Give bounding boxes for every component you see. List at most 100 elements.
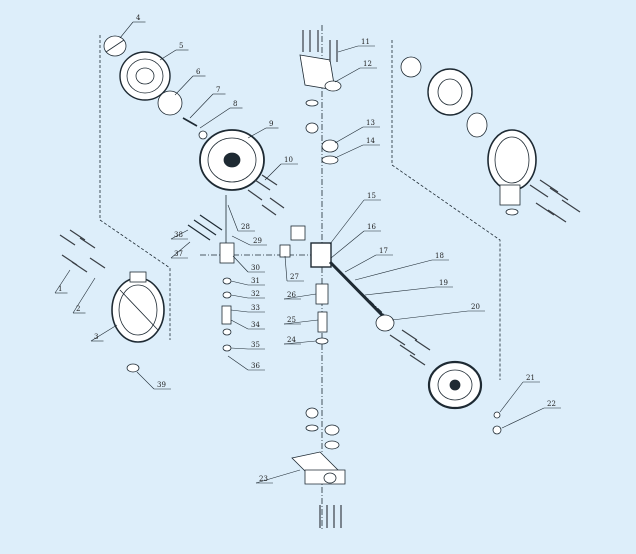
callout-leader-20	[391, 310, 469, 321]
callout-leader-36	[227, 355, 249, 371]
leader-lines	[54, 21, 561, 484]
callout-label-25: 25	[287, 316, 296, 324]
callout-label-39: 39	[157, 381, 166, 389]
callout-leader-1	[54, 269, 71, 294]
callout-leader-26	[283, 293, 317, 300]
callout-label-26: 26	[287, 291, 296, 299]
callout-leader-6	[174, 75, 194, 96]
callout-label-37: 37	[174, 250, 183, 258]
bolt-group-left	[59, 229, 106, 273]
bolt-group-right	[389, 329, 431, 366]
callout-leader-35	[230, 347, 249, 350]
lower-column	[279, 244, 329, 345]
callout-label-10: 10	[284, 156, 293, 164]
callout-leader-18	[354, 259, 433, 281]
callout-leader-38	[170, 229, 189, 240]
callout-label-18: 18	[435, 252, 444, 260]
callout-labels: 4567891011121314151617181920212223242526…	[58, 14, 556, 483]
callout-leader-10	[264, 163, 282, 181]
worm-shaft	[328, 260, 387, 320]
callout-label-8: 8	[233, 100, 237, 108]
assembled-valve-right	[400, 56, 537, 216]
callout-label-3: 3	[94, 333, 98, 341]
callout-label-29: 29	[253, 237, 262, 245]
callout-leader-3	[90, 324, 118, 342]
callout-label-34: 34	[251, 321, 260, 329]
callout-label-4: 4	[136, 14, 141, 22]
callout-leader-31	[230, 280, 249, 286]
callout-label-23: 23	[259, 475, 268, 483]
callout-leader-16	[330, 230, 365, 259]
top-bracket	[299, 54, 342, 92]
callout-leader-21	[499, 381, 524, 413]
callout-leader-14	[334, 144, 364, 159]
callout-leader-25	[283, 319, 319, 325]
callout-label-30: 30	[251, 264, 260, 272]
callout-label-33: 33	[251, 304, 260, 312]
callout-leader-12	[334, 67, 361, 83]
callout-leader-15	[329, 199, 365, 245]
callout-label-31: 31	[251, 277, 260, 285]
callout-label-11: 11	[361, 38, 370, 46]
right-frame-line	[391, 40, 501, 380]
callout-label-12: 12	[363, 60, 372, 68]
callout-leader-5	[159, 49, 177, 61]
callout-leader-11	[337, 45, 359, 53]
upper-bushings	[305, 99, 339, 165]
callout-leader-17	[344, 254, 377, 273]
callout-label-36: 36	[251, 362, 260, 370]
callout-label-2: 2	[76, 305, 80, 313]
callout-leader-4	[119, 21, 134, 39]
gearbox-block	[290, 225, 332, 268]
callout-label-27: 27	[290, 273, 299, 281]
callout-leader-27	[284, 255, 288, 282]
callout-leader-24	[283, 340, 317, 345]
callout-label-9: 9	[269, 120, 273, 128]
callout-leader-28	[227, 204, 239, 232]
callout-leader-33	[230, 309, 249, 313]
left-frame-line	[99, 35, 171, 340]
callout-label-24: 24	[287, 336, 296, 344]
callout-label-17: 17	[379, 247, 388, 255]
callout-leader-29	[231, 235, 251, 246]
callout-leader-30	[232, 255, 249, 273]
callout-leader-8	[199, 107, 231, 129]
callout-label-21: 21	[526, 374, 535, 382]
fastener-21-22	[492, 411, 502, 435]
callout-leader-32	[230, 294, 249, 299]
callout-label-32: 32	[251, 290, 260, 298]
hub-20	[375, 314, 395, 332]
callout-leader-22	[501, 407, 545, 429]
callout-label-1: 1	[58, 285, 62, 293]
callout-leader-7	[189, 93, 214, 119]
callout-label-7: 7	[216, 86, 220, 94]
callout-label-14: 14	[366, 137, 375, 145]
callout-label-15: 15	[367, 192, 376, 200]
callout-label-38: 38	[174, 231, 183, 239]
callout-label-35: 35	[251, 341, 260, 349]
callout-label-22: 22	[547, 400, 556, 408]
callout-label-20: 20	[471, 303, 480, 311]
lower-bushings	[305, 407, 340, 450]
callout-leader-37	[170, 241, 191, 259]
cover-disc	[157, 90, 183, 116]
callout-leader-39	[136, 371, 155, 390]
valve-body-left	[111, 271, 165, 343]
callout-label-16: 16	[367, 223, 376, 231]
gear-disc	[199, 129, 265, 191]
callout-leader-23	[255, 469, 301, 484]
bolt-group-upper	[247, 174, 285, 216]
bolt-group-bottom	[319, 505, 342, 528]
small-screw-set	[182, 117, 208, 140]
seal-ring-39	[126, 363, 140, 373]
callout-label-5: 5	[179, 42, 183, 50]
bolt-group-far-right	[529, 179, 581, 223]
callout-label-28: 28	[241, 223, 250, 231]
base-bracket	[291, 451, 346, 485]
callout-label-6: 6	[196, 68, 201, 76]
washer-stack	[187, 214, 223, 241]
callout-leader-19	[364, 286, 437, 296]
callout-label-13: 13	[366, 119, 375, 127]
